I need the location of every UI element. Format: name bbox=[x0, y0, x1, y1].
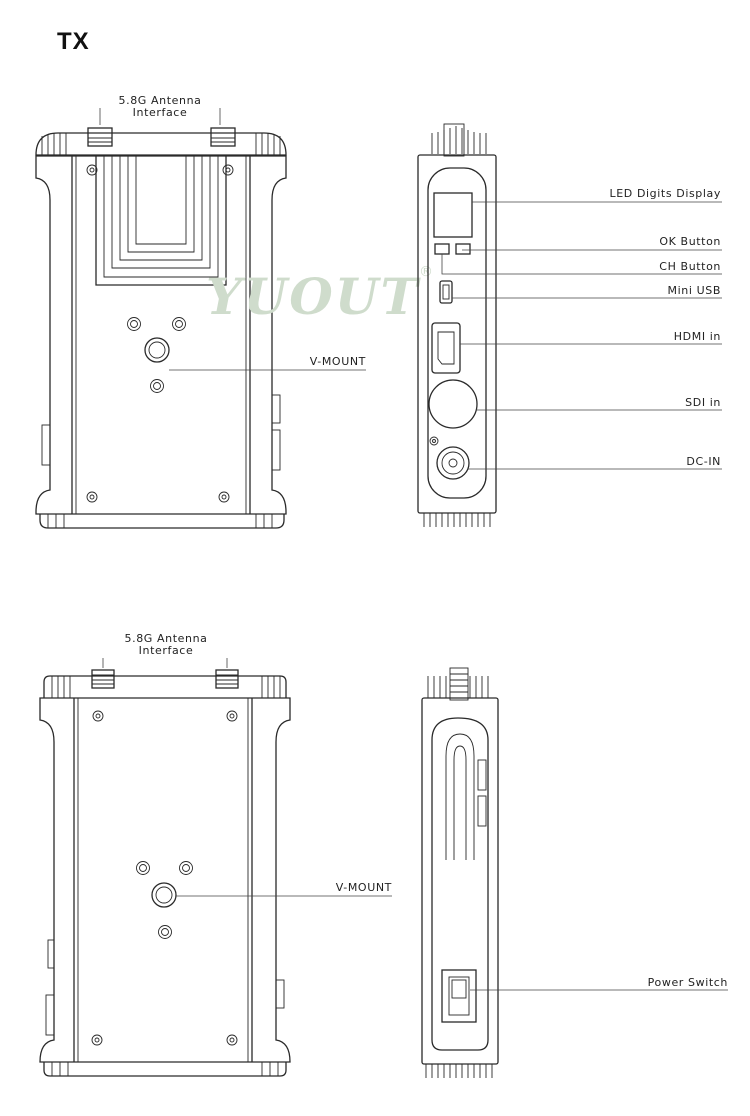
label-power-switch: Power Switch bbox=[648, 976, 728, 989]
dc-in-port[interactable] bbox=[436, 446, 470, 480]
page-title: TX bbox=[57, 28, 90, 55]
antenna-connector-left bbox=[87, 127, 113, 147]
back-view-top: 5.8G Antenna Interface V-MOUNT bbox=[35, 94, 366, 529]
sdi-port[interactable] bbox=[428, 379, 478, 429]
screw bbox=[91, 1034, 103, 1046]
label-mini-usb: Mini USB bbox=[668, 284, 721, 297]
label-led-digits-display: LED Digits Display bbox=[610, 187, 722, 200]
screw bbox=[218, 491, 230, 503]
antenna-label-line1: 5.8G Antenna bbox=[125, 632, 208, 645]
screw bbox=[86, 491, 98, 503]
screw bbox=[226, 710, 238, 722]
screw bbox=[226, 1034, 238, 1046]
antenna-connector-left bbox=[91, 669, 115, 689]
ch-button[interactable] bbox=[455, 243, 471, 255]
hdmi-port[interactable] bbox=[431, 322, 461, 374]
antenna-label-line1: 5.8G Antenna bbox=[119, 94, 202, 107]
vmount-label: V-MOUNT bbox=[336, 881, 392, 894]
power-switch[interactable] bbox=[441, 969, 477, 1023]
screw bbox=[92, 710, 104, 722]
led-digits-display bbox=[433, 192, 473, 238]
antenna-connector-right bbox=[210, 127, 236, 147]
antenna-connector-right bbox=[215, 669, 239, 689]
side-view-top: LED Digits Display OK Button CH Button M… bbox=[417, 123, 722, 527]
label-sdi-in: SDI in bbox=[685, 396, 721, 409]
watermark-registered-mark: ® bbox=[419, 264, 433, 280]
label-ch-button: CH Button bbox=[659, 260, 721, 273]
back-view-bottom: 5.8G Antenna Interface V-MOUNT bbox=[39, 632, 392, 1077]
mini-usb-port[interactable] bbox=[439, 280, 453, 304]
vmount-label: V-MOUNT bbox=[310, 355, 366, 368]
ok-button[interactable] bbox=[434, 243, 450, 255]
label-ok-button: OK Button bbox=[659, 235, 721, 248]
screw bbox=[86, 164, 98, 176]
label-dc-in: DC-IN bbox=[686, 455, 721, 468]
screw bbox=[222, 164, 234, 176]
label-hdmi-in: HDMI in bbox=[674, 330, 721, 343]
side-view-bottom: Power Switch bbox=[421, 667, 728, 1078]
watermark-logo: YUOUT bbox=[206, 267, 421, 326]
antenna-label-line2: Interface bbox=[133, 106, 188, 119]
antenna-label-line2: Interface bbox=[139, 644, 194, 657]
